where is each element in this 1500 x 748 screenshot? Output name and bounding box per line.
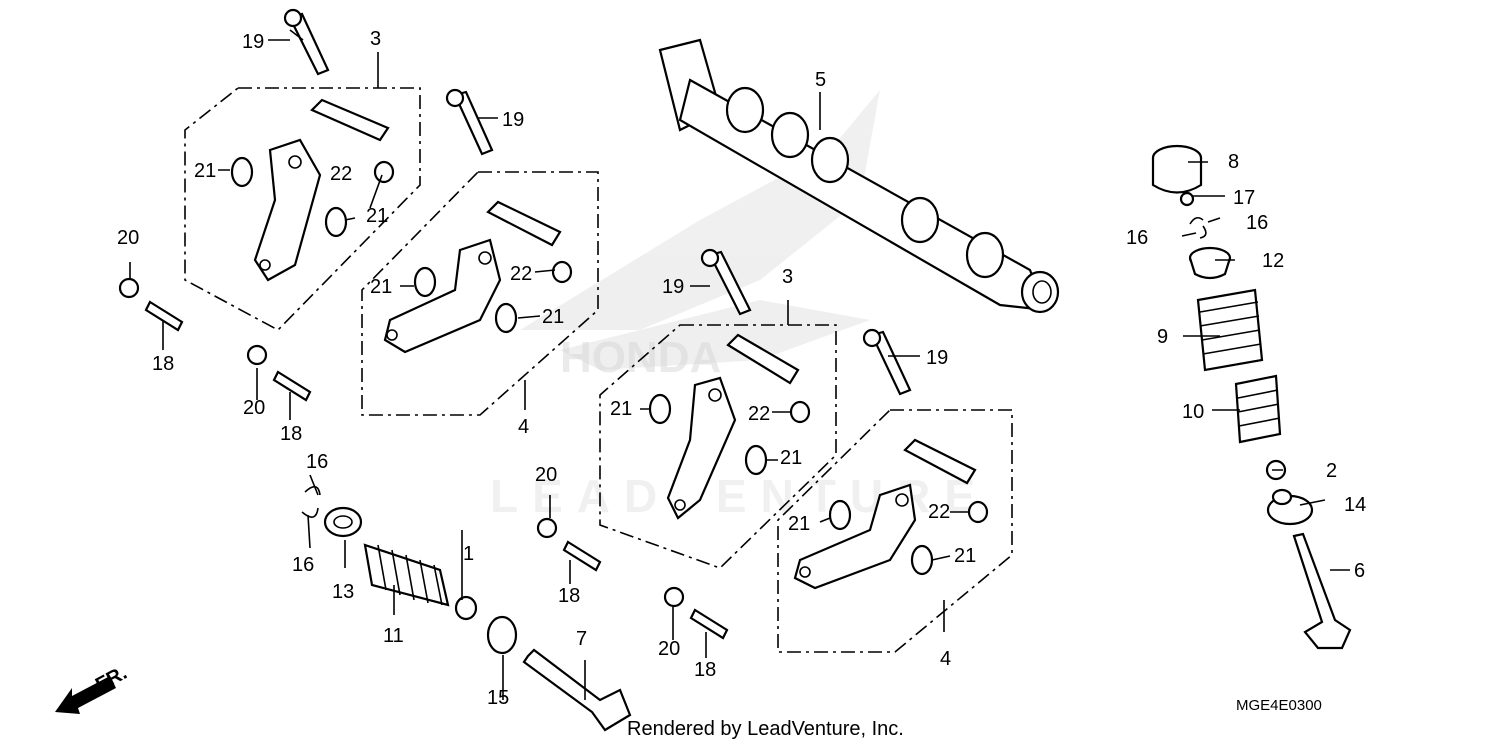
callout-3: 3 bbox=[782, 266, 793, 288]
callout-21: 21 bbox=[610, 398, 632, 420]
rocker-arm-group-box-upper-left bbox=[184, 87, 421, 331]
callout-2: 2 bbox=[1326, 460, 1337, 482]
callout-4: 4 bbox=[940, 648, 951, 670]
callout-16: 16 bbox=[292, 554, 314, 576]
callout-18: 18 bbox=[694, 659, 716, 681]
callout-1: 1 bbox=[463, 543, 474, 565]
callout-labels: 1 2 3 3 4 4 5 6 7 8 9 10 11 12 13 14 15 … bbox=[117, 28, 1366, 709]
watermark-logo-text: HONDA bbox=[560, 333, 721, 382]
callout-21: 21 bbox=[366, 205, 388, 227]
rocker-shaft-parts bbox=[310, 98, 977, 485]
bolt-parts bbox=[283, 8, 912, 396]
right-valve-assembly bbox=[1151, 144, 1352, 650]
callout-20: 20 bbox=[535, 464, 557, 486]
callout-18: 18 bbox=[558, 585, 580, 607]
callout-8: 8 bbox=[1228, 151, 1239, 173]
callout-22: 22 bbox=[510, 263, 532, 285]
rocker-arm-group-box-lower-center bbox=[599, 324, 837, 569]
rocker-arm-upper-left bbox=[253, 138, 322, 282]
callout-18: 18 bbox=[152, 353, 174, 375]
callout-16: 16 bbox=[1126, 227, 1148, 249]
watermark-wing-logo bbox=[520, 90, 880, 370]
callout-18: 18 bbox=[280, 423, 302, 445]
render-credit: Rendered by LeadVenture, Inc. bbox=[627, 718, 904, 740]
washer-parts bbox=[230, 156, 934, 576]
callout-22: 22 bbox=[330, 163, 352, 185]
callout-13: 13 bbox=[332, 581, 354, 603]
callout-22: 22 bbox=[928, 501, 950, 523]
callout-19: 19 bbox=[662, 276, 684, 298]
callout-10: 10 bbox=[1182, 401, 1204, 423]
callout-20: 20 bbox=[658, 638, 680, 660]
callout-19: 19 bbox=[926, 347, 948, 369]
callout-6: 6 bbox=[1354, 560, 1365, 582]
rocker-arm-lower-center bbox=[666, 376, 737, 520]
callout-5: 5 bbox=[815, 69, 826, 91]
callout-21: 21 bbox=[542, 306, 564, 328]
callout-21: 21 bbox=[194, 160, 216, 182]
front-direction-arrow: FR. bbox=[55, 662, 131, 714]
rocker-arm-group-box-upper-center bbox=[361, 171, 599, 416]
callout-4: 4 bbox=[518, 416, 529, 438]
leader-lines bbox=[129, 29, 1350, 700]
callout-3: 3 bbox=[370, 28, 381, 50]
callout-12: 12 bbox=[1262, 250, 1284, 272]
callout-7: 7 bbox=[576, 628, 587, 650]
diagram-code: MGE4E0300 bbox=[1236, 697, 1322, 714]
adjusting-screw-parts bbox=[144, 300, 729, 640]
callout-21: 21 bbox=[780, 447, 802, 469]
callout-17: 17 bbox=[1233, 187, 1255, 209]
callout-14: 14 bbox=[1344, 494, 1366, 516]
camshaft-part bbox=[658, 38, 1060, 314]
callout-11: 11 bbox=[383, 625, 404, 647]
callout-20: 20 bbox=[117, 227, 139, 249]
callout-19: 19 bbox=[242, 31, 264, 53]
callout-16: 16 bbox=[1246, 212, 1268, 234]
callout-15: 15 bbox=[487, 687, 509, 709]
rocker-arm-lower-right bbox=[793, 483, 917, 590]
callout-20: 20 bbox=[243, 397, 265, 419]
callout-21: 21 bbox=[788, 513, 810, 535]
left-valve-assembly bbox=[301, 485, 632, 732]
callout-19: 19 bbox=[502, 109, 524, 131]
callout-21: 21 bbox=[954, 545, 976, 567]
callout-16: 16 bbox=[306, 451, 328, 473]
callout-9: 9 bbox=[1157, 326, 1168, 348]
nut-parts bbox=[118, 277, 685, 608]
rocker-arm-upper-center bbox=[383, 238, 502, 354]
callout-21: 21 bbox=[370, 276, 392, 298]
callout-22: 22 bbox=[748, 403, 770, 425]
rocker-arm-group-box-lower-right bbox=[777, 409, 1013, 653]
